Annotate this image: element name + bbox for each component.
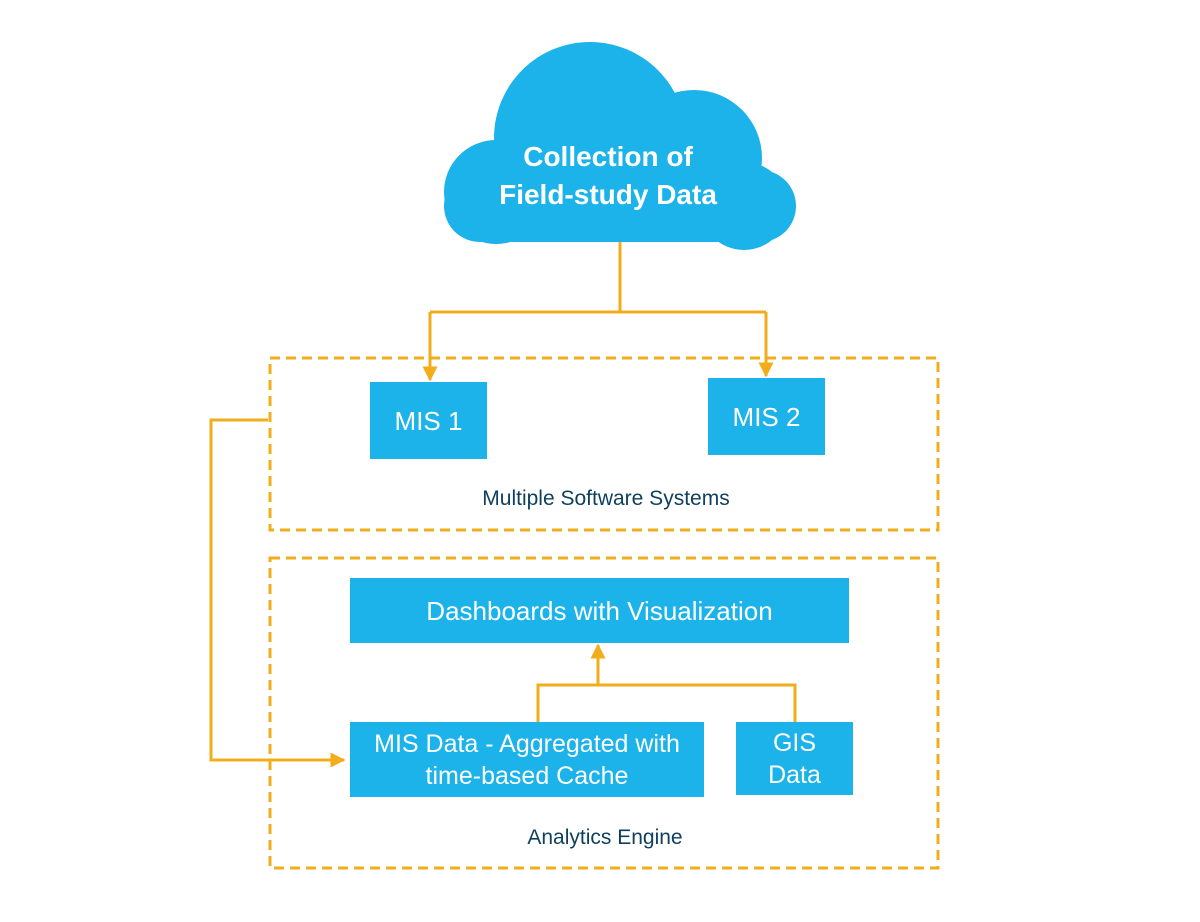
dashboards-label: Dashboards with Visualization — [426, 595, 773, 626]
gis-data-label-line2: Data — [768, 760, 821, 789]
gis-data-box: GIS Data — [736, 722, 853, 795]
cloud-shape — [444, 42, 796, 250]
gis-data-label-line1: GIS — [772, 728, 817, 757]
cloud-label-line1: Collection of — [523, 141, 693, 172]
analytics-engine-caption: Analytics Engine — [527, 826, 683, 849]
software-systems-frame — [268, 356, 940, 532]
mis1-box: MIS 1 — [370, 382, 487, 459]
analytics-engine-frame — [268, 556, 940, 870]
cloud-label-line2: Field-study Data — [499, 179, 717, 210]
mis-data-box: MIS Data - Aggregated with time-based Ca… — [350, 722, 704, 797]
mis-data-label: MIS Data - Aggregated with time-based Ca… — [374, 728, 680, 792]
mis1-label: MIS 1 — [394, 405, 463, 436]
mis-data-label-line2: time-based Cache — [425, 761, 629, 790]
mis2-box: MIS 2 — [708, 378, 825, 455]
dashboards-box: Dashboards with Visualization — [350, 578, 849, 643]
data-merge-connector — [536, 683, 797, 722]
cloud-label: Collection of Field-study Data — [470, 138, 746, 214]
gis-data-label: GIS Data — [768, 727, 821, 791]
software-systems-caption: Multiple Software Systems — [482, 487, 730, 510]
mis-data-label-line1: MIS Data - Aggregated with — [374, 729, 680, 758]
software-to-mis-data-arrow — [209, 418, 346, 768]
cloud-to-mis-connector — [430, 242, 766, 314]
mis2-label: MIS 2 — [732, 401, 801, 432]
